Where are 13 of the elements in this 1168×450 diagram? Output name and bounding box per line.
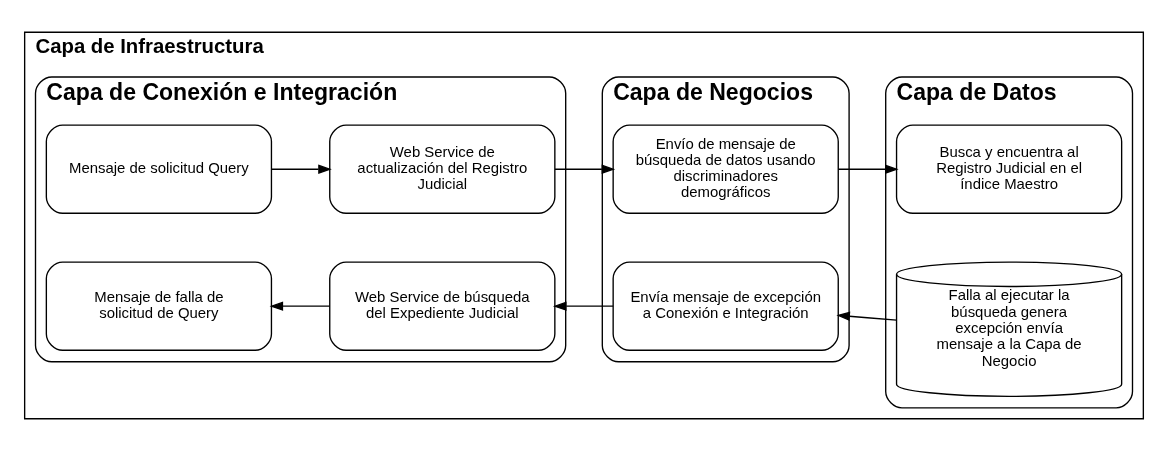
arrow	[836, 311, 898, 321]
arrow	[837, 163, 899, 174]
arrow	[552, 300, 614, 311]
node-box: Envía mensaje de excepción a Conexión e Integración	[612, 260, 839, 351]
node-box: Mensaje de falla de solicitud de Query	[45, 260, 273, 351]
node-box: Web Service de actualización del Registro Judicial	[329, 123, 556, 214]
node-box: Busca y encuentra al Registro Judicial en el índice Maestro	[895, 123, 1123, 214]
node-box: Mensaje de solicitud Query	[45, 123, 273, 214]
arrow	[554, 163, 616, 174]
node-box: Envío de mensaje de búsqueda de datos usando discriminadores demográficos	[612, 123, 839, 214]
node-box: Web Service de búsqueda del Expediente Judicial	[329, 260, 556, 351]
arrow	[270, 163, 332, 174]
arrow	[269, 300, 331, 311]
